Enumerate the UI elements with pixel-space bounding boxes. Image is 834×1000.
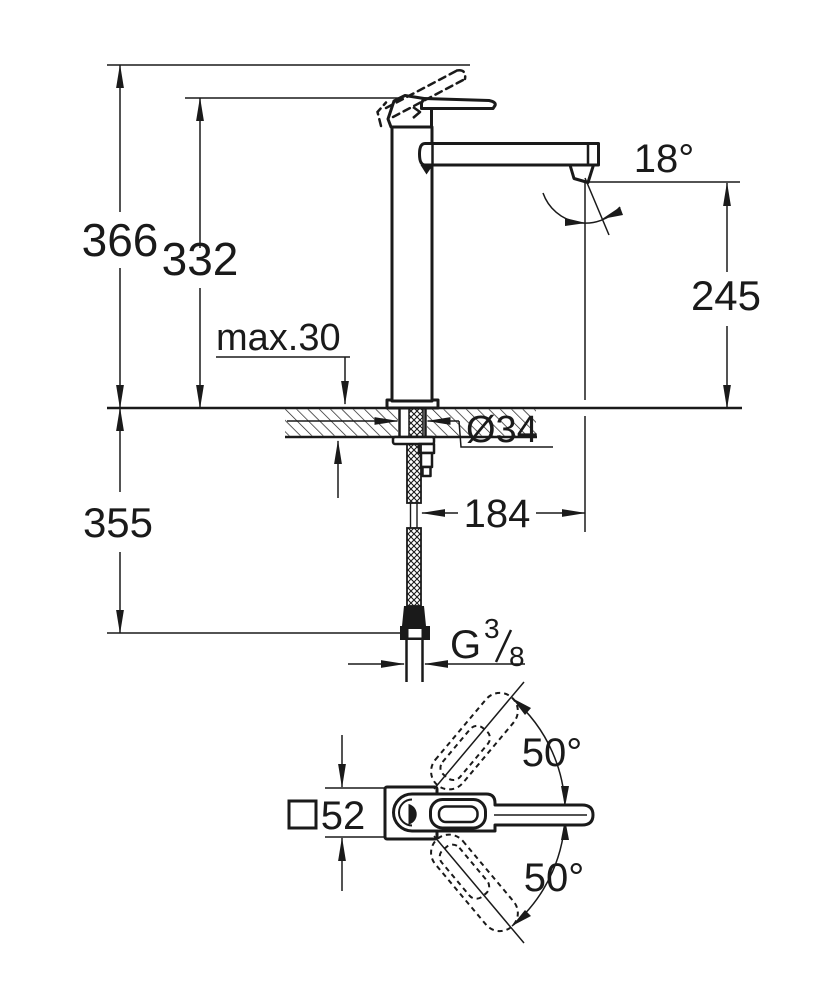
dim-50-upper-label: 50° xyxy=(522,731,583,775)
hose-nut-flat xyxy=(408,629,422,638)
dim-18deg: 18° xyxy=(542,137,695,400)
dim-332-label: 332 xyxy=(162,233,239,285)
handle-dashed-lower xyxy=(430,833,519,933)
dim-50-lower-label: 50° xyxy=(524,856,585,900)
handle-plan xyxy=(392,792,595,833)
fitting-mid xyxy=(419,451,434,469)
lever-raised-dashed xyxy=(376,69,467,128)
dim-o34: Ø34 xyxy=(287,409,553,451)
dim-50-lower: 50° xyxy=(433,805,585,944)
hose-braid-lower xyxy=(406,527,422,607)
dim-355: 355 xyxy=(83,407,153,634)
dim-245: 245 xyxy=(691,182,761,409)
dim-50-upper: 50° xyxy=(433,681,583,819)
dim-g38: G 3 8 xyxy=(348,613,525,672)
dim-184: 184 xyxy=(421,492,586,536)
stream-angle-line xyxy=(584,177,610,236)
dim-18-label: 18° xyxy=(634,137,695,181)
lever-base-detail xyxy=(412,105,422,119)
thread-denominator: 8 xyxy=(509,641,525,672)
dim-52-label: 52 xyxy=(321,794,366,838)
handle-slot-inner xyxy=(437,805,479,824)
dim-366-label: 366 xyxy=(82,214,159,266)
dim-184-label: 184 xyxy=(464,492,531,536)
dim-max30: max.30 xyxy=(216,317,350,498)
dim-o34-label: Ø34 xyxy=(466,409,538,451)
spout xyxy=(418,142,600,167)
spout-outlet xyxy=(568,163,595,184)
angle-arc xyxy=(542,192,621,224)
body-column xyxy=(390,125,434,403)
handle-outline xyxy=(392,792,595,833)
dim-355-label: 355 xyxy=(83,499,153,546)
square-symbol xyxy=(287,799,318,830)
deck-hatch-left xyxy=(285,409,398,436)
cartridge-stem xyxy=(408,804,417,825)
hose-braid-upper xyxy=(406,443,422,504)
side-view: 18° 366 332 max.30 355 xyxy=(82,64,761,682)
spout-base-tip xyxy=(420,165,433,175)
dim-max30-label: max.30 xyxy=(216,317,341,359)
lever-blade xyxy=(420,97,497,110)
fitting-bottom xyxy=(421,465,432,478)
dim-245-label: 245 xyxy=(691,272,761,319)
dim-332: 332 xyxy=(162,97,239,409)
extension-lines xyxy=(107,64,740,634)
faucet-body xyxy=(376,69,600,410)
thread-numerator: 3 xyxy=(484,613,500,644)
hose-ferrule xyxy=(402,606,426,626)
dim-52: 52 xyxy=(287,735,386,891)
dim-366: 366 xyxy=(82,64,159,409)
top-view: 52 50° 50° xyxy=(287,681,595,944)
thread-g-label: G xyxy=(450,623,481,667)
flex-hose xyxy=(400,443,430,682)
